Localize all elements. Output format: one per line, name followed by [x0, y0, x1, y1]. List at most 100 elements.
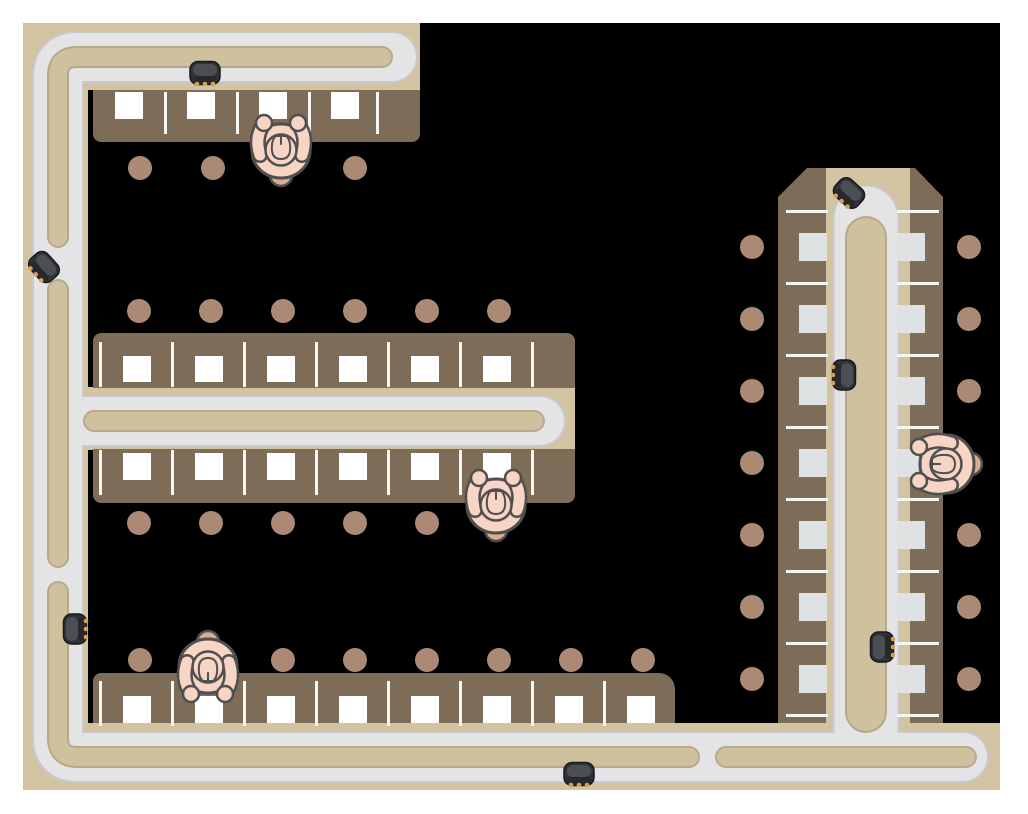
- desk-divider: [376, 92, 379, 134]
- desk-screen: [555, 696, 583, 723]
- chair: [740, 451, 764, 475]
- chair: [271, 511, 295, 535]
- desk-divider: [786, 714, 828, 717]
- chair: [957, 595, 981, 619]
- desk-divider: [99, 450, 102, 495]
- chair: [957, 523, 981, 547]
- chair: [631, 648, 655, 672]
- desk-divider: [315, 450, 318, 495]
- chair: [127, 511, 151, 535]
- chair: [343, 299, 367, 323]
- desk-screen: [411, 696, 439, 723]
- chair: [740, 235, 764, 259]
- desk-divider: [786, 642, 828, 645]
- desk-screen: [339, 356, 367, 382]
- chair: [343, 511, 367, 535]
- desk-divider: [897, 282, 939, 285]
- chair: [128, 648, 152, 672]
- chair: [487, 648, 511, 672]
- desk-screen: [123, 696, 151, 723]
- desk-screen: [897, 449, 925, 477]
- chair: [740, 307, 764, 331]
- desk-screen: [331, 92, 359, 119]
- chair: [271, 648, 295, 672]
- chair: [487, 299, 511, 323]
- desk-screen: [799, 593, 827, 621]
- desk-screen: [267, 696, 295, 723]
- desk-screen: [483, 356, 511, 382]
- desk-divider: [786, 498, 828, 501]
- chair: [199, 299, 223, 323]
- chair: [127, 299, 151, 323]
- desk-divider: [243, 450, 246, 495]
- desk-divider: [786, 426, 828, 429]
- desk-divider: [243, 681, 246, 726]
- desk-screen: [267, 356, 295, 382]
- desk-screen: [259, 92, 287, 119]
- desk-screen: [897, 233, 925, 261]
- desk-divider: [236, 92, 239, 134]
- desk-divider: [459, 681, 462, 726]
- chair: [957, 235, 981, 259]
- desk-divider: [171, 450, 174, 495]
- chair: [415, 648, 439, 672]
- desk-row-bottom: [93, 673, 675, 723]
- desk-divider: [531, 342, 534, 387]
- desk-screen: [411, 356, 439, 382]
- desk-divider: [171, 342, 174, 387]
- desk-divider: [531, 450, 534, 495]
- desk-divider: [786, 570, 828, 573]
- desk-divider: [459, 342, 462, 387]
- desk-screen: [195, 453, 223, 480]
- desk-screen: [483, 453, 511, 480]
- desk-screen: [339, 696, 367, 723]
- chair: [957, 307, 981, 331]
- desk-screen: [799, 377, 827, 405]
- desk-divider: [897, 714, 939, 717]
- desk-divider: [164, 92, 167, 134]
- desk-screen: [187, 92, 215, 119]
- desk-divider: [897, 498, 939, 501]
- desk-divider: [897, 210, 939, 213]
- desk-screen: [195, 696, 223, 723]
- desk-screen: [799, 449, 827, 477]
- chair: [957, 379, 981, 403]
- desk-screen: [799, 305, 827, 333]
- desk-screen: [123, 356, 151, 382]
- desk-divider: [387, 450, 390, 495]
- desk-screen: [627, 696, 655, 723]
- desk-screen: [339, 453, 367, 480]
- desk-screen: [799, 665, 827, 693]
- chair: [343, 648, 367, 672]
- desk-divider: [897, 354, 939, 357]
- desk-divider: [459, 450, 462, 495]
- desk-divider: [99, 681, 102, 726]
- desk-divider: [603, 681, 606, 726]
- desk-screen: [897, 521, 925, 549]
- chair: [740, 667, 764, 691]
- chair: [740, 379, 764, 403]
- desk-divider: [531, 681, 534, 726]
- chair: [343, 156, 367, 180]
- chair: [415, 299, 439, 323]
- desk-screen: [897, 377, 925, 405]
- desk-divider: [786, 210, 828, 213]
- desk-screen: [195, 356, 223, 382]
- desk-divider: [786, 354, 828, 357]
- desk-divider: [897, 426, 939, 429]
- desk-divider: [897, 570, 939, 573]
- desk-divider: [315, 681, 318, 726]
- chair: [957, 667, 981, 691]
- band-middle: [23, 387, 575, 450]
- desk-screen: [123, 453, 151, 480]
- chair: [740, 523, 764, 547]
- desk-divider: [786, 282, 828, 285]
- chair: [128, 156, 152, 180]
- chair: [740, 595, 764, 619]
- desk-screen: [897, 305, 925, 333]
- chair: [201, 156, 225, 180]
- desk-divider: [387, 342, 390, 387]
- desk-divider: [315, 342, 318, 387]
- desk-divider: [243, 342, 246, 387]
